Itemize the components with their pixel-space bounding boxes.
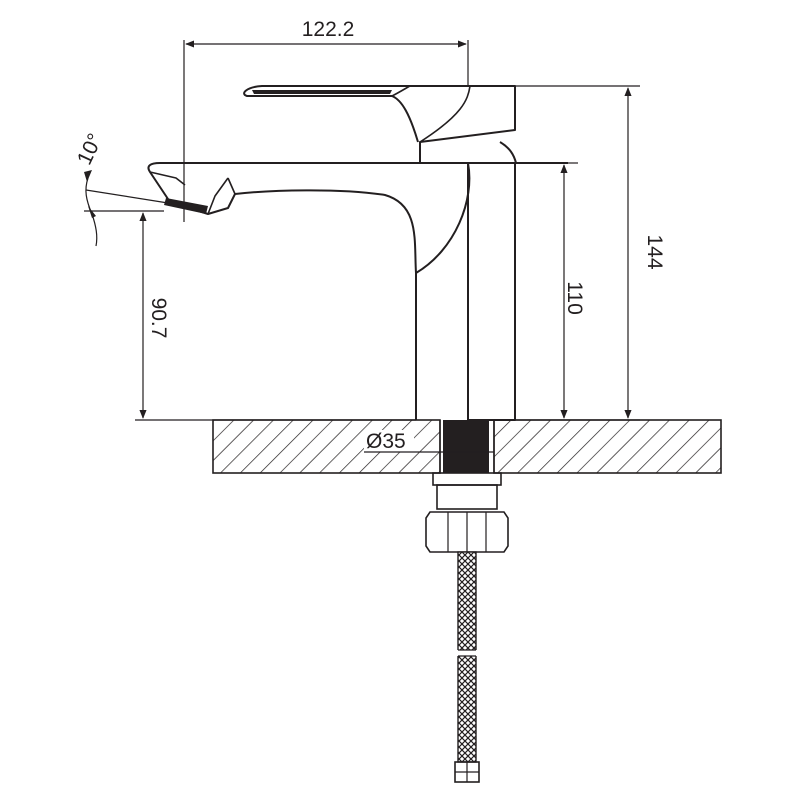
braided-hose bbox=[457, 551, 477, 763]
faucet-body bbox=[147, 85, 568, 421]
dimension-label-width: 122.2 bbox=[302, 18, 355, 41]
mounting-nut bbox=[425, 511, 509, 553]
dimension-label-angle: 10° bbox=[73, 130, 107, 169]
mounting-shank bbox=[443, 420, 489, 473]
dimension-label-body-height: 110 bbox=[563, 281, 586, 314]
dimension-hole-diameter: Ø35 bbox=[364, 430, 494, 453]
spout-outline bbox=[147, 162, 471, 420]
countertop bbox=[212, 419, 722, 474]
dimension-body-height: 110 bbox=[560, 162, 586, 419]
countertop-right-section bbox=[493, 419, 722, 474]
faucet-column bbox=[467, 162, 516, 421]
dimension-total-height: 144 bbox=[494, 85, 666, 421]
mounting-hardware bbox=[425, 472, 509, 783]
dimension-top-width: 122.2 bbox=[183, 18, 469, 222]
dimension-label-diameter: Ø35 bbox=[366, 430, 406, 453]
dimension-spout-height: 90.7 bbox=[84, 210, 416, 421]
dimension-angle: 10° bbox=[73, 130, 169, 247]
lever-handle bbox=[243, 85, 516, 155]
dimension-label-total-height: 144 bbox=[643, 234, 666, 269]
dimension-label-spout-height: 90.7 bbox=[147, 298, 170, 339]
